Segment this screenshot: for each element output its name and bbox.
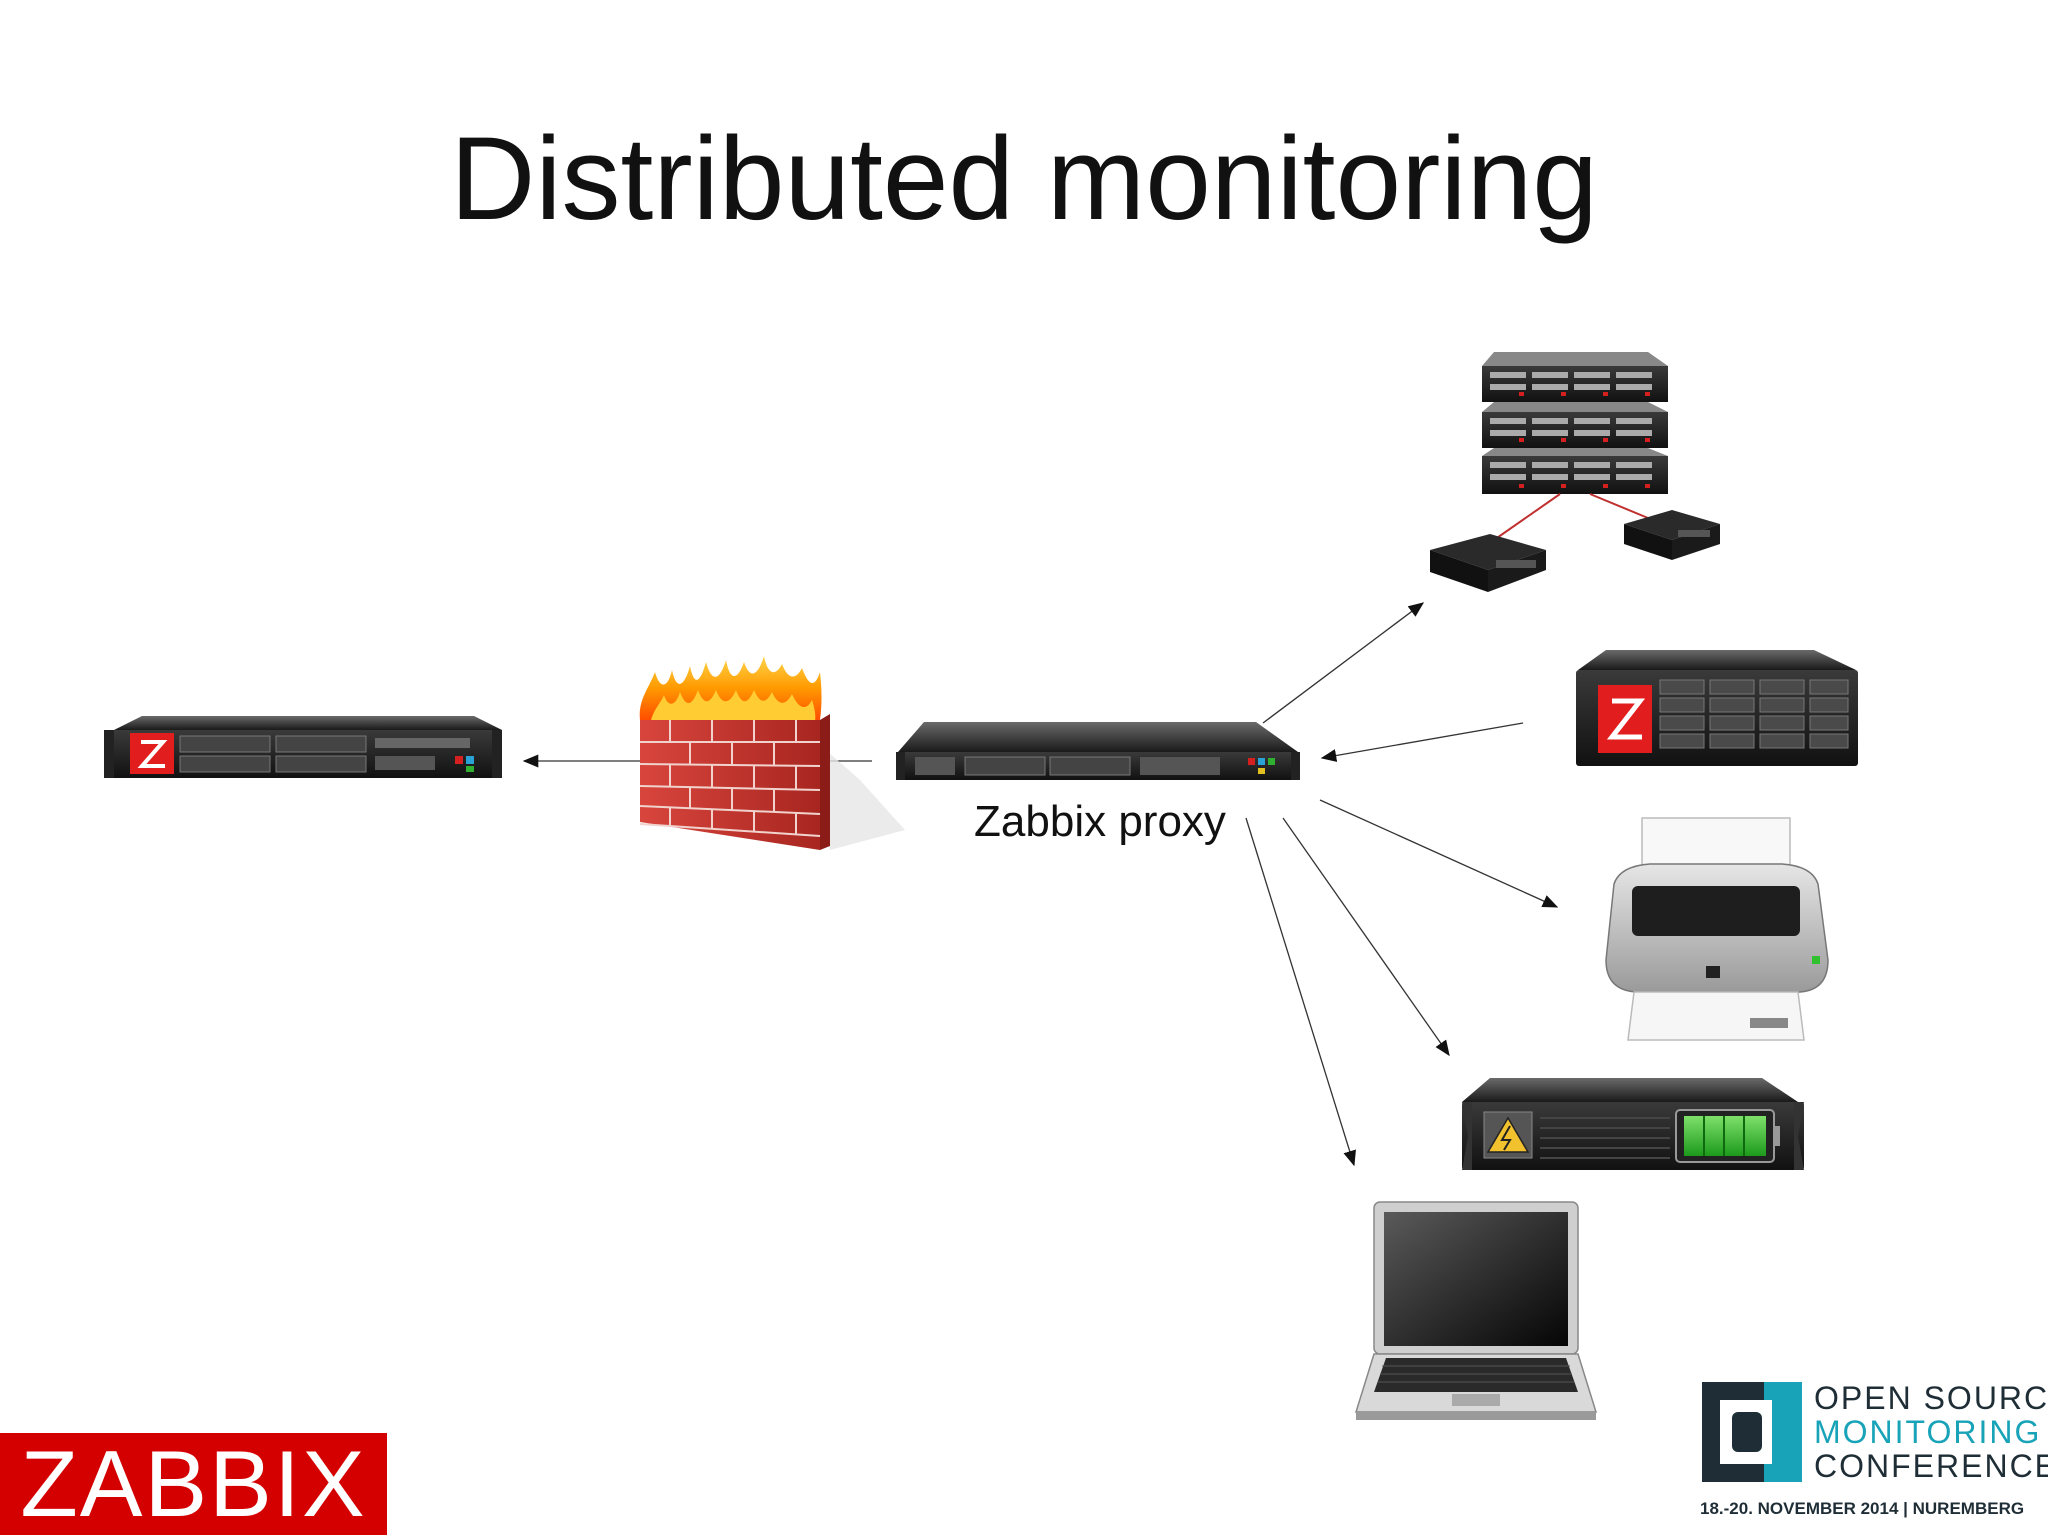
ups-icon (1462, 1078, 1804, 1170)
arrow-agent-to-proxy (1320, 722, 1524, 762)
laptop-icon (1354, 1201, 1598, 1420)
zabbix-agent-server-icon (1576, 650, 1858, 766)
slide-title: Distributed monitoring (450, 113, 1598, 245)
zabbix-proxy-server-icon (896, 722, 1300, 780)
zabbix-proxy-label: Zabbix proxy (974, 797, 1226, 846)
firewall-icon (639, 656, 905, 850)
osmc-line-open-source: OPEN SOURCE (1814, 1380, 2048, 1416)
storage-cluster-icon (1430, 352, 1720, 592)
arrow-proxy-to-storage (1262, 602, 1425, 724)
osmc-line-monitoring: MONITORING (1814, 1414, 2042, 1450)
osmc-dates: 18.-20. NOVEMBER 2014 | NUREMBERG (1700, 1499, 2025, 1518)
arrow-proxy-to-printer (1319, 799, 1559, 908)
zabbix-server-icon (104, 716, 502, 778)
zabbix-logo: ZABBIX (0, 1433, 387, 1535)
osmc-logo: OPEN SOURCE MONITORING CONFERENCE 18.-20… (1700, 1380, 2048, 1530)
arrow-proxy-to-laptop (1245, 817, 1356, 1167)
printer-icon (1605, 817, 1829, 1041)
arrow-proxy-to-ups (1282, 817, 1450, 1057)
osmc-line-conference: CONFERENCE (1814, 1448, 2048, 1484)
osmc-logo-mark-icon (1702, 1382, 1802, 1482)
